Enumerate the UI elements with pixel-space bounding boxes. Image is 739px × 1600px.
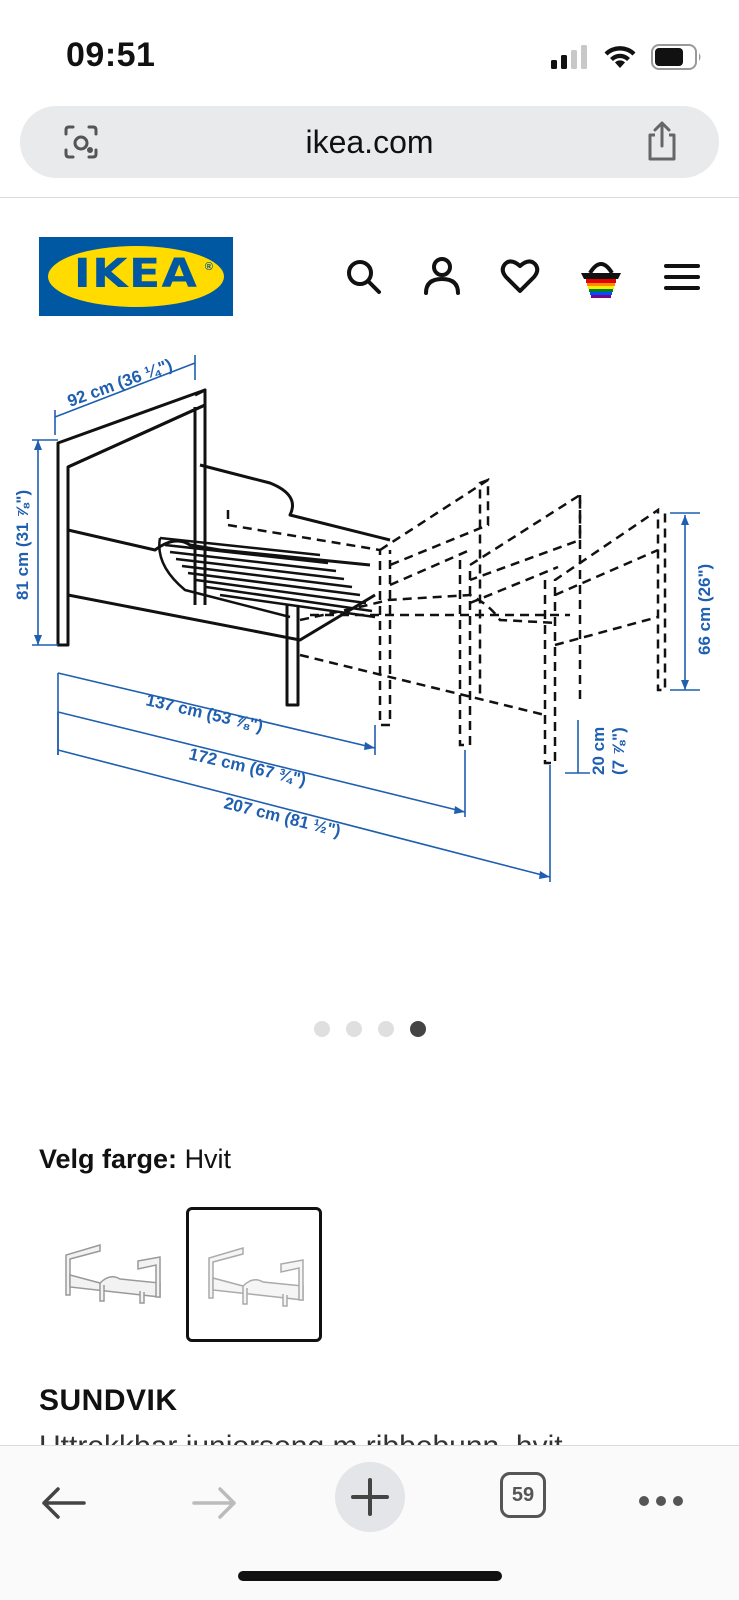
dimension-leg-height-cm: 20 cm — [589, 727, 608, 775]
tab-count-button[interactable]: 59 — [500, 1472, 546, 1518]
browser-toolbar: 59 — [0, 1445, 739, 1600]
product-dimension-drawing[interactable]: 92 cm (36 ¼") 81 cm (31 ⅞") 66 cm (26") … — [10, 355, 730, 915]
dimension-height: 81 cm (31 ⅞") — [13, 490, 32, 600]
color-picker-label: Velg farge: Hvit — [39, 1144, 231, 1175]
status-time: 09:51 — [66, 36, 156, 74]
carousel-dot-active[interactable] — [409, 1021, 426, 1037]
dimension-leg-height-in: (7 ⅞") — [609, 727, 628, 775]
new-tab-button[interactable] — [335, 1462, 405, 1532]
battery-icon — [651, 44, 701, 70]
dimension-length-172: 172 cm (67 ¾") — [187, 744, 308, 789]
carousel-dot[interactable] — [377, 1021, 394, 1037]
back-arrow-icon[interactable] — [40, 1486, 86, 1520]
color-swatch-option-selected[interactable] — [186, 1207, 322, 1342]
color-swatch-option[interactable] — [46, 1207, 182, 1342]
logo-text: IKEA — [73, 251, 199, 297]
plus-icon — [351, 1478, 389, 1516]
product-name: SUNDVIK — [39, 1384, 178, 1417]
dimension-length-207: 207 cm (81 ½") — [222, 793, 343, 840]
heart-icon[interactable] — [500, 255, 540, 299]
ikea-logo[interactable]: IKEA ® — [39, 237, 233, 316]
shopping-bag-icon[interactable] — [578, 255, 624, 299]
menu-icon[interactable] — [662, 255, 702, 299]
camera-lens-icon[interactable] — [62, 124, 100, 160]
home-indicator — [238, 1571, 502, 1581]
carousel-dot[interactable] — [313, 1021, 330, 1037]
carousel-pagination — [0, 1021, 739, 1037]
logo-registered-mark: ® — [204, 261, 213, 273]
bed-thumbnail — [208, 1246, 304, 1307]
forward-arrow-icon[interactable] — [192, 1486, 238, 1520]
status-bar: 09:51 — [0, 0, 739, 100]
search-icon[interactable] — [344, 255, 384, 299]
color-label-value: Hvit — [184, 1144, 232, 1174]
more-options-icon[interactable] — [638, 1494, 684, 1508]
dimension-width: 92 cm (36 ¼") — [65, 355, 175, 411]
user-icon[interactable] — [422, 255, 462, 299]
bed-thumbnail — [65, 1243, 161, 1304]
address-bar[interactable]: ikea.com — [20, 106, 719, 178]
color-label-key: Velg farge: — [39, 1144, 178, 1174]
header-actions — [344, 255, 704, 299]
divider — [0, 197, 739, 198]
url-text[interactable]: ikea.com — [305, 124, 434, 160]
status-icons — [551, 44, 703, 70]
carousel-dot[interactable] — [345, 1021, 362, 1037]
logo-oval — [48, 246, 224, 307]
product-description: Uttrekkbar juniorseng m ribbebunn, hvit — [39, 1430, 563, 1448]
dimension-rail-height: 66 cm (26") — [695, 564, 714, 655]
dimension-length-137: 137 cm (53 ⅞") — [144, 690, 265, 735]
wifi-icon — [604, 46, 636, 68]
share-icon[interactable] — [645, 120, 679, 162]
cellular-signal-icon — [551, 45, 587, 69]
